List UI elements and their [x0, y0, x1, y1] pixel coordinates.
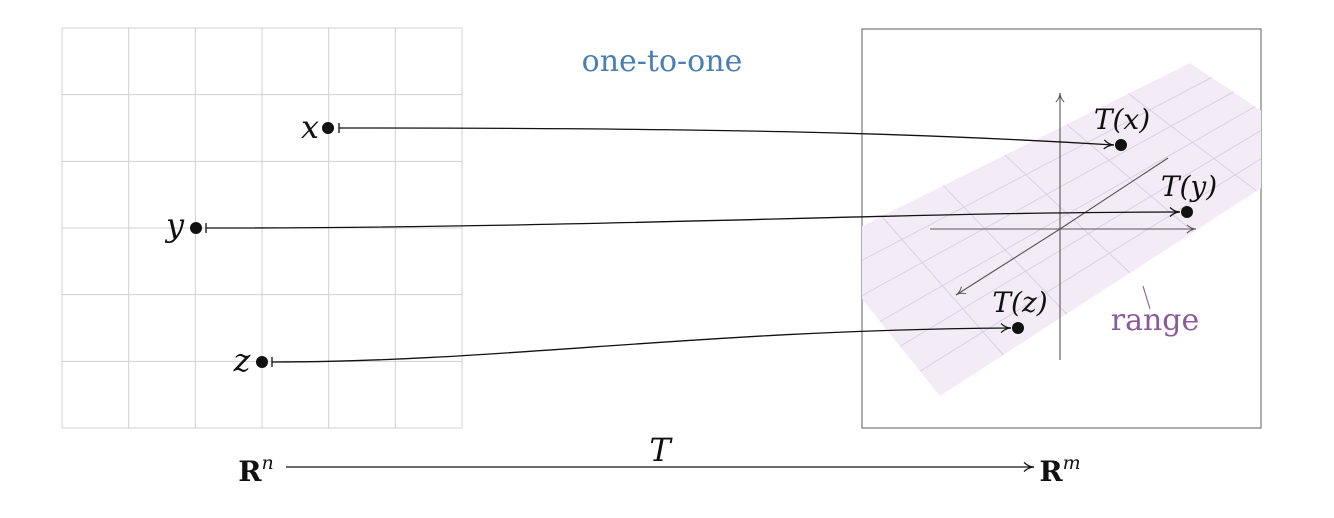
image-y-label: T(y) [1161, 170, 1217, 203]
title: one-to-one [582, 44, 743, 79]
arrow-z [271, 323, 1012, 368]
domain-label-base: R [238, 455, 262, 488]
range-label: range [1111, 303, 1200, 338]
point-y [190, 222, 202, 234]
point-x-label: x [301, 108, 319, 146]
arrow-y [205, 207, 1181, 234]
depth-axis-front [955, 228, 1061, 296]
domain-label: Rn [238, 452, 274, 488]
image-x-label: T(x) [1094, 103, 1150, 136]
point-y-label: y [164, 206, 185, 244]
arrow-x [338, 122, 1115, 150]
range-grid-line [1128, 93, 1257, 192]
image-point-y [1181, 206, 1193, 218]
image-z-label: T(z) [992, 286, 1047, 319]
range-pointer [1142, 285, 1151, 310]
mapping-arrows [205, 122, 1181, 368]
image-point-z [1012, 322, 1024, 334]
point-z [256, 356, 268, 368]
point-z-label: z [233, 341, 252, 379]
codomain-label-base: R [1039, 455, 1063, 488]
codomain-label: Rm [1039, 452, 1080, 488]
point-x [322, 122, 334, 134]
domain-label-exp: n [262, 452, 274, 474]
map-label: T [649, 431, 673, 469]
codomain-label-exp: m [1063, 452, 1081, 474]
image-point-x [1115, 139, 1127, 151]
